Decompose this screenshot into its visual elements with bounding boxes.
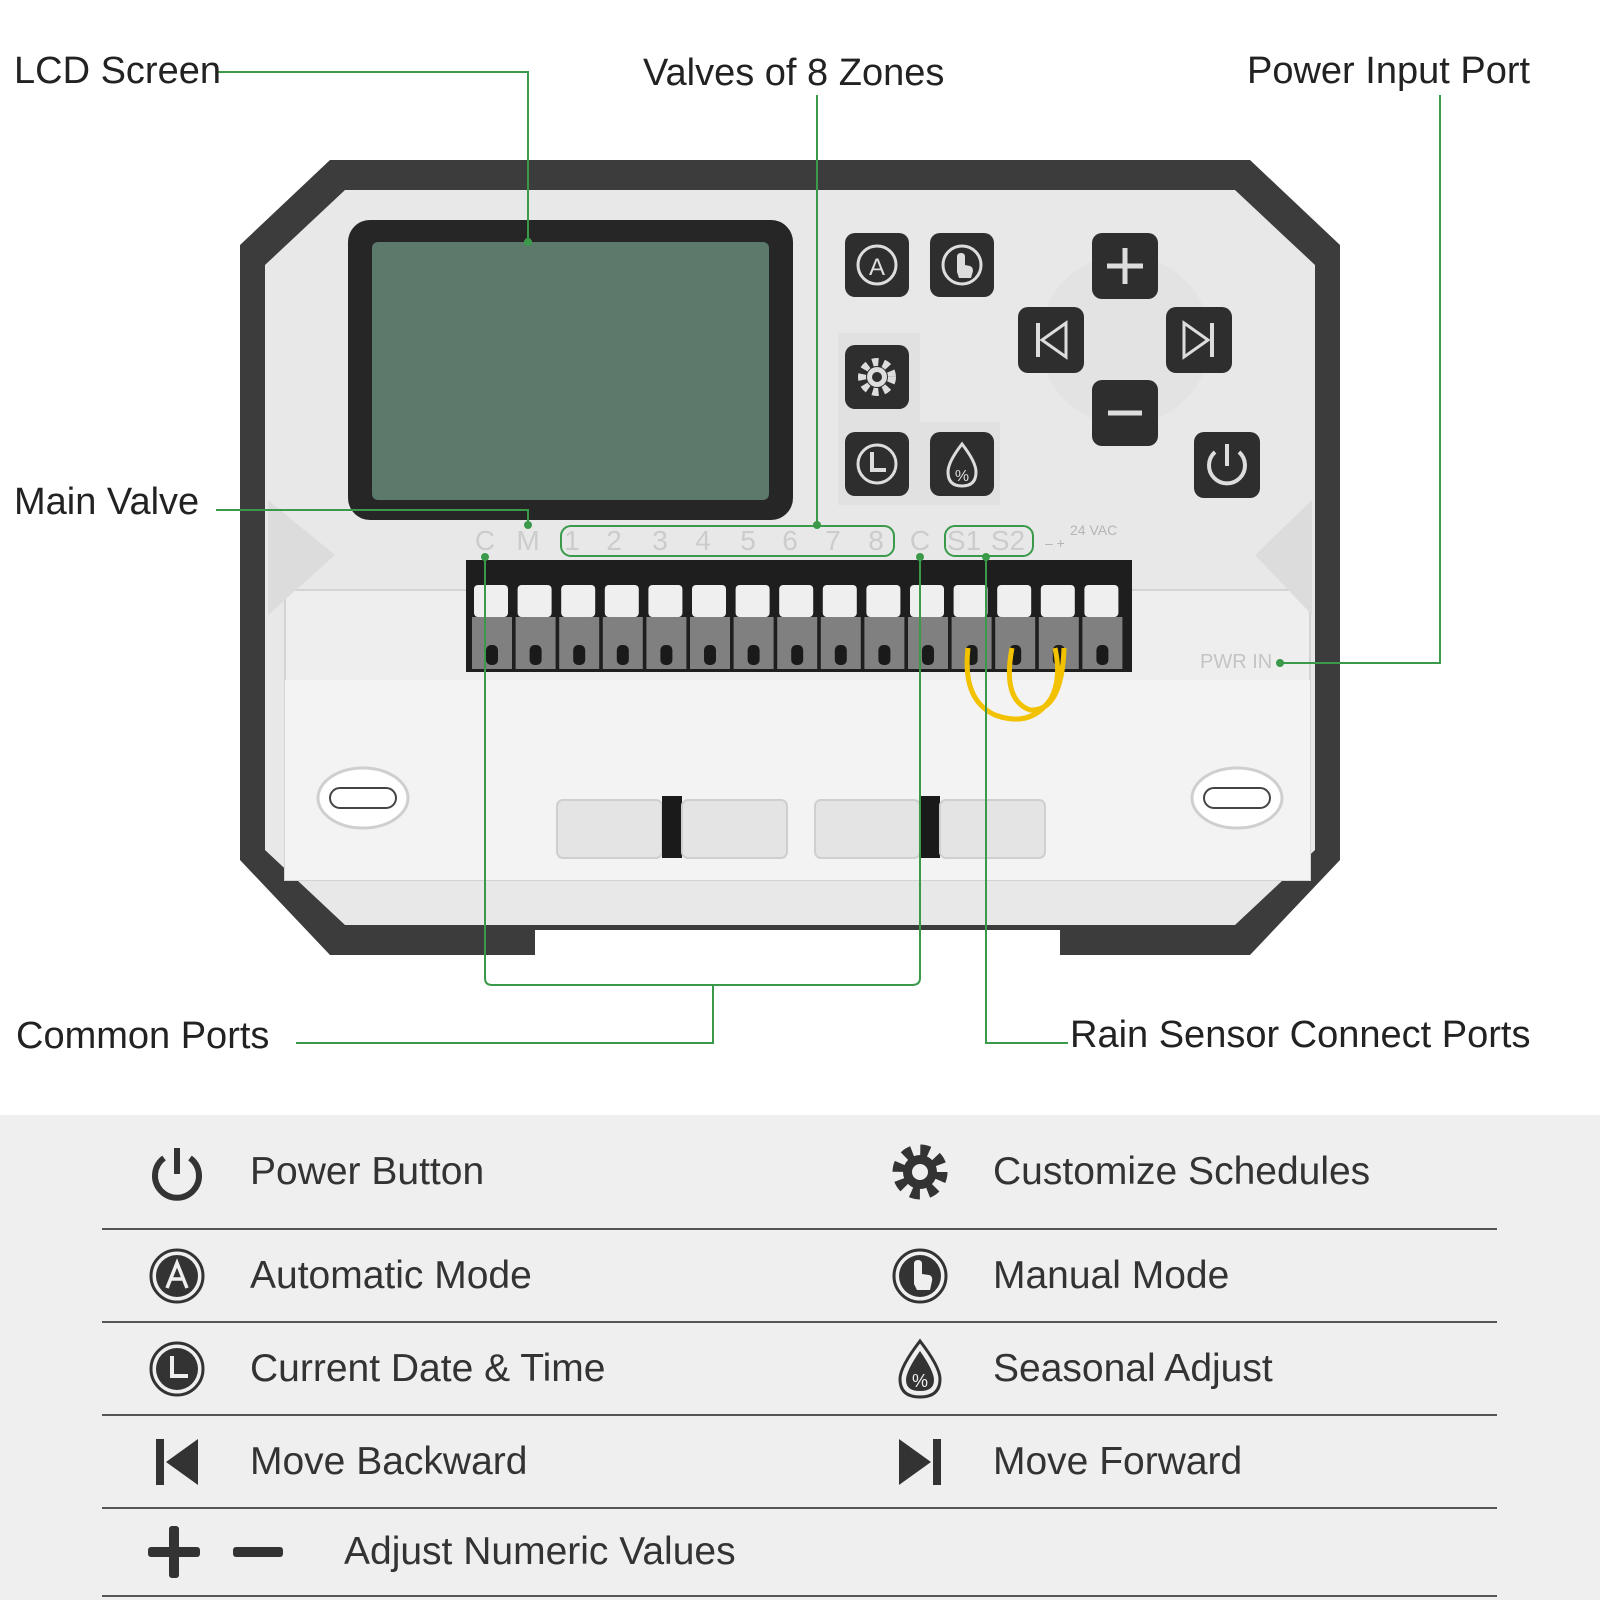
terminal-label: 7 bbox=[825, 525, 841, 556]
minus-button[interactable] bbox=[1092, 380, 1158, 446]
legend-label: Move Forward bbox=[993, 1439, 1243, 1483]
terminal-screw[interactable] bbox=[515, 585, 556, 669]
terminal-screws bbox=[472, 585, 1123, 669]
manual-mode-icon bbox=[885, 1241, 955, 1311]
legend-label: Manual Mode bbox=[993, 1253, 1230, 1297]
legend-item: Automatic Mode bbox=[142, 1230, 532, 1321]
legend-row: Adjust Numeric Values bbox=[102, 1509, 1497, 1597]
legend-label: Move Backward bbox=[250, 1439, 528, 1483]
schedule-button[interactable] bbox=[845, 345, 909, 409]
lcd-screen bbox=[372, 242, 769, 500]
terminal-label: S2 bbox=[991, 525, 1025, 556]
legend-label: Automatic Mode bbox=[250, 1253, 532, 1297]
terminal-label: M bbox=[516, 525, 539, 556]
terminal-screw[interactable] bbox=[472, 585, 512, 669]
terminal-label: C bbox=[475, 525, 495, 556]
legend-item: % Seasonal Adjust bbox=[885, 1323, 1273, 1414]
terminal-label: 3 bbox=[652, 525, 668, 556]
legend-item: Customize Schedules bbox=[885, 1115, 1370, 1228]
skip-back-icon bbox=[142, 1427, 212, 1497]
terminal-screw[interactable] bbox=[1082, 585, 1123, 669]
date-time-button[interactable] bbox=[845, 432, 909, 496]
legend-row: Move Backward Move Forward bbox=[102, 1416, 1497, 1509]
terminal-label: 6 bbox=[782, 525, 798, 556]
automatic-mode-icon bbox=[142, 1241, 212, 1311]
legend-row: Automatic Mode Manual Mode bbox=[102, 1230, 1497, 1323]
skip-forward-icon bbox=[885, 1427, 955, 1497]
power-input-port-callout: Power Input Port bbox=[1247, 50, 1531, 92]
terminal-label: 8 bbox=[868, 525, 884, 556]
auto-mode-letter: A bbox=[869, 254, 885, 281]
plus-icon bbox=[142, 1517, 206, 1587]
legend-item: Move Backward bbox=[142, 1416, 527, 1507]
move-forward-button[interactable] bbox=[1166, 307, 1232, 373]
terminal-label: 1 bbox=[564, 525, 580, 556]
legend-label: Adjust Numeric Values bbox=[344, 1530, 736, 1573]
terminal-label: S1 bbox=[947, 525, 981, 556]
water-drop-percent-icon: % bbox=[885, 1334, 955, 1404]
terminal-screw[interactable] bbox=[733, 585, 774, 669]
terminal-screw[interactable] bbox=[602, 585, 643, 669]
terminal-screw[interactable] bbox=[690, 585, 730, 669]
power-button[interactable] bbox=[1194, 432, 1260, 498]
lcd-screen-callout: LCD Screen bbox=[14, 50, 221, 92]
valves-zones-callout: Valves of 8 Zones bbox=[643, 52, 945, 94]
legend-item: Manual Mode bbox=[885, 1230, 1229, 1321]
terminal-screw[interactable] bbox=[777, 585, 818, 669]
terminal-screw[interactable] bbox=[908, 585, 948, 669]
rain-sensor-ports-callout: Rain Sensor Connect Ports bbox=[1070, 1014, 1531, 1056]
legend-item: Current Date & Time bbox=[142, 1323, 605, 1414]
common-ports-callout: Common Ports bbox=[16, 1015, 270, 1057]
leader-dots bbox=[481, 238, 1284, 667]
power-icon bbox=[142, 1137, 212, 1207]
main-valve-callout: Main Valve bbox=[14, 481, 200, 523]
pwr-in-label: PWR IN bbox=[1200, 651, 1272, 673]
minus-icon bbox=[226, 1517, 290, 1587]
controller-diagram: A % bbox=[14, 50, 1531, 1057]
clock-icon bbox=[142, 1334, 212, 1404]
move-backward-button[interactable] bbox=[1018, 307, 1084, 373]
seasonal-adjust-symbol: % bbox=[955, 468, 969, 485]
plus-button[interactable] bbox=[1092, 233, 1158, 299]
button-legend: Power Button Customize Schedules Automat… bbox=[0, 1115, 1600, 1600]
terminal-screw[interactable] bbox=[559, 585, 600, 669]
terminal-screw[interactable] bbox=[820, 585, 861, 669]
terminal-label: 2 bbox=[606, 525, 622, 556]
legend-item: Move Forward bbox=[885, 1416, 1242, 1507]
gear-icon bbox=[885, 1137, 955, 1207]
terminal-screw[interactable] bbox=[864, 585, 905, 669]
svg-text:%: % bbox=[912, 1371, 928, 1391]
legend-row: Current Date & Time % Seasonal Adjust bbox=[102, 1323, 1497, 1416]
controller-illustration: A % bbox=[216, 71, 1441, 1044]
legend-row: Power Button Customize Schedules bbox=[102, 1115, 1497, 1230]
cable-knockouts bbox=[556, 796, 1046, 859]
legend-item: Adjust Numeric Values bbox=[142, 1509, 736, 1595]
rain-sensor-jumper-wire bbox=[964, 647, 1067, 722]
terminal-label: C bbox=[910, 525, 930, 556]
legend-label: Customize Schedules bbox=[993, 1149, 1371, 1193]
legend-label: Current Date & Time bbox=[250, 1346, 606, 1390]
auto-mode-button[interactable]: A bbox=[845, 233, 909, 297]
vac-label: 24 VAC bbox=[1070, 522, 1117, 538]
terminal-label: 4 bbox=[695, 525, 711, 556]
manual-mode-button[interactable] bbox=[930, 233, 994, 297]
legend-item: Power Button bbox=[142, 1115, 484, 1228]
legend-label: Seasonal Adjust bbox=[993, 1346, 1273, 1390]
terminal-label: 5 bbox=[740, 525, 756, 556]
legend-label: Power Button bbox=[250, 1149, 485, 1193]
vac-polarity: – + bbox=[1045, 535, 1065, 551]
terminal-screw[interactable] bbox=[995, 585, 1036, 669]
terminal-screw[interactable] bbox=[646, 585, 687, 669]
seasonal-adjust-button[interactable]: % bbox=[930, 432, 994, 496]
